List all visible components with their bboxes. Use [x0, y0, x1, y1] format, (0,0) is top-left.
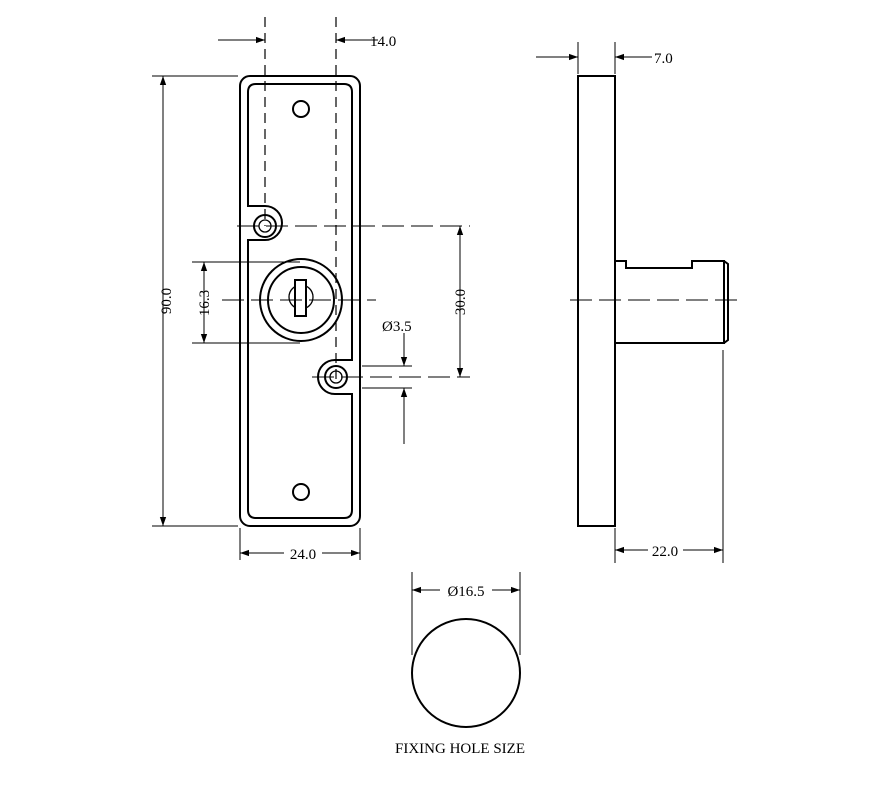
dim-projection-label: 22.0 — [652, 544, 678, 560]
fixing-hole-caption: FIXING HOLE SIZE — [395, 741, 525, 757]
front-view-dimensions: 14.0 90.0 16.3 30.0 Ø3.5 24.0 — [152, 34, 469, 563]
dim-width-label: 24.0 — [290, 547, 316, 563]
keyway-slot — [294, 279, 307, 317]
side-view — [570, 75, 742, 527]
dim-thickness-label: 7.0 — [654, 51, 673, 67]
plate-outer-outline — [239, 75, 361, 527]
dim-fixing-label: Ø16.5 — [447, 584, 484, 600]
dim-screw-label: Ø3.5 — [382, 319, 412, 335]
cylinder-end-cap — [723, 260, 729, 344]
side-view-dimensions: 7.0 22.0 — [536, 42, 724, 563]
front-view — [222, 17, 470, 527]
side-plate — [577, 75, 616, 527]
dim-height-label: 90.0 — [159, 288, 175, 314]
dim-spacing-label: 30.0 — [453, 289, 469, 315]
dim-offset-label: 14.0 — [370, 34, 396, 50]
top-mount-hole — [292, 100, 310, 118]
bottom-mount-hole — [292, 483, 310, 501]
plate-inner-profile — [247, 83, 353, 519]
fixing-hole-view: Ø16.5 FIXING HOLE SIZE — [395, 572, 525, 757]
dim-cylinder-label: 16.3 — [197, 290, 213, 316]
fixing-hole-circle — [411, 618, 521, 728]
cylinder-body-profile — [615, 260, 725, 344]
